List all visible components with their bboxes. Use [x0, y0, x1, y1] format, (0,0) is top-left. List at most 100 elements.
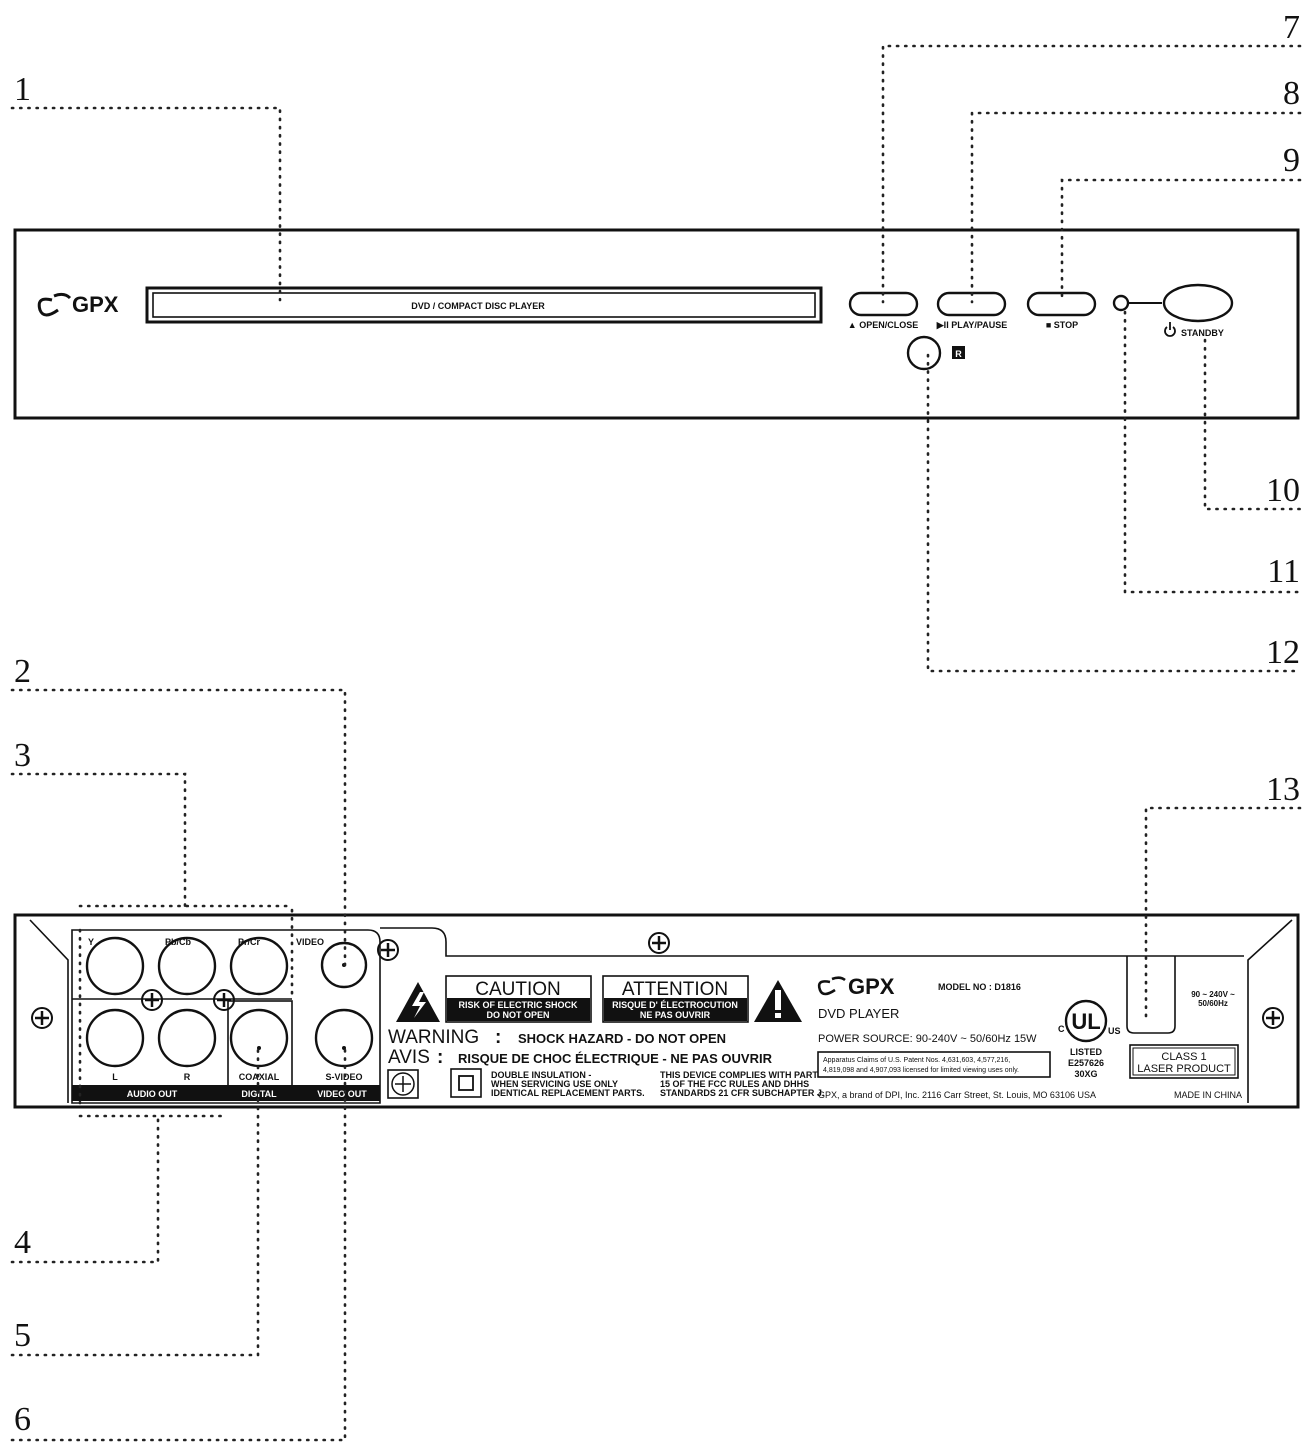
- callout-7: 7: [1283, 9, 1300, 46]
- gpx-swoosh-icon: [37, 292, 72, 317]
- jack-pb-label: Pb/Cb: [165, 937, 192, 947]
- section-audio-out: AUDIO OUT: [127, 1089, 178, 1099]
- power-cord-slot: [1126, 956, 1176, 1034]
- rear-inner-contour: [29, 919, 69, 1103]
- laser-box-inner: [1132, 1047, 1236, 1076]
- power-icon: [1164, 322, 1176, 337]
- leader-4: [10, 1114, 160, 1264]
- leader-12: [926, 353, 1302, 673]
- attention-sub1: RISQUE D' ÉLECTROCUTION: [612, 1000, 738, 1010]
- section-video-out: VIDEO OUT: [317, 1089, 367, 1099]
- front-leader-lines: [10, 44, 1302, 673]
- play-pause-button[interactable]: [936, 291, 1007, 317]
- rear-callouts: 2 3 4 5 6 13: [14, 653, 1300, 1438]
- disc-tray: [145, 286, 823, 324]
- callout-12: 12: [1266, 634, 1300, 671]
- ul-us: US: [1108, 1026, 1121, 1036]
- laser-1: CLASS 1: [1161, 1051, 1206, 1063]
- front-brand-text: GPX: [72, 292, 119, 317]
- rear-top-recess: [380, 927, 1244, 957]
- jack-svideo-label: S-VIDEO: [325, 1072, 362, 1082]
- standby-led: [1112, 294, 1130, 312]
- fcc-1: THIS DEVICE COMPLIES WITH PART: [660, 1070, 818, 1080]
- patent-2: 4,819,098 and 4,907,093 licensed for lim…: [823, 1067, 1019, 1074]
- jack-pb[interactable]: [157, 936, 217, 996]
- model-number: MODEL NO : D1816: [938, 982, 1021, 992]
- front-panel-outline: [13, 228, 1300, 420]
- laser-box: [1129, 1044, 1239, 1079]
- leader-9: [1060, 178, 1302, 304]
- rear-screw-audio-2: [212, 988, 236, 1012]
- standby-label: STANDBY: [1181, 328, 1224, 338]
- rear-panel: Y Pb/Cb Pr/Cr VIDEO L R COAXIAL S-VIDEO …: [13, 913, 1300, 1109]
- rear-leader-lines: [10, 688, 1302, 1442]
- jack-pr-label: Pr/Cr: [238, 937, 261, 947]
- attention-title: ATTENTION: [622, 979, 728, 1000]
- open-close-label: ▲ OPEN/CLOSE: [848, 320, 918, 330]
- callout-2: 2: [14, 653, 31, 690]
- ul-listed: LISTED: [1070, 1047, 1103, 1057]
- jack-coaxial[interactable]: [229, 1008, 289, 1068]
- callout-13: 13: [1266, 771, 1300, 808]
- callout-3: 3: [14, 737, 31, 774]
- rear-brand-text: GPX: [848, 974, 895, 999]
- caution-sub-bar: [447, 998, 590, 1021]
- fcc-2: 15 OF THE FCC RULES AND DHHS: [660, 1079, 809, 1089]
- double-insulation-3: IDENTICAL REPLACEMENT PARTS.: [491, 1088, 645, 1098]
- certification-seal-icon: [387, 1069, 419, 1099]
- front-panel: GPX DVD / COMPACT DISC PLAYER ▲ OPEN/CLO…: [13, 228, 1300, 420]
- laser-2: LASER PRODUCT: [1137, 1063, 1231, 1075]
- jack-l-label: L: [112, 1072, 118, 1082]
- disc-tray-inner: [152, 292, 816, 318]
- rear-screw-top: [647, 931, 671, 955]
- play-pause-label: ▶II PLAY/PAUSE: [936, 320, 1007, 330]
- ul-c: C: [1058, 1024, 1065, 1034]
- patent-box: [817, 1051, 1051, 1078]
- front-gpx-logo: GPX: [37, 292, 119, 317]
- jack-y[interactable]: [85, 936, 145, 996]
- callout-9: 9: [1283, 142, 1300, 179]
- ul-mark-icon: UL: [1064, 999, 1108, 1043]
- leader-1: [10, 106, 282, 302]
- stop-button[interactable]: [1026, 291, 1097, 317]
- jack-audio-r[interactable]: [157, 1008, 217, 1068]
- front-callouts: 1 7 8 9 10 11 12: [14, 9, 1300, 671]
- callout-1: 1: [14, 71, 31, 108]
- leader-2: [10, 688, 347, 967]
- double-insulation-icon: [450, 1068, 482, 1098]
- jack-panel-outline: [71, 929, 381, 1104]
- leader-5: [10, 1046, 260, 1357]
- leader-7: [881, 44, 1302, 304]
- caution-title: CAUTION: [475, 979, 561, 1000]
- exclamation-hazard-icon: [754, 980, 802, 1022]
- callout-8: 8: [1283, 75, 1300, 112]
- callout-4: 4: [14, 1224, 31, 1261]
- disc-tray-label: DVD / COMPACT DISC PLAYER: [411, 301, 545, 311]
- product-name: DVD PLAYER: [818, 1006, 899, 1021]
- caution-sub1: RISK OF ELECTRIC SHOCK: [458, 1000, 578, 1010]
- double-insulation-2: WHEN SERVICING USE ONLY: [491, 1079, 618, 1089]
- power-source: POWER SOURCE: 90-240V ~ 50/60Hz 15W: [818, 1033, 1037, 1045]
- leader-13: [1144, 806, 1302, 1022]
- address: GPX, a brand of DPI, Inc. 2116 Carr Stre…: [818, 1090, 1096, 1100]
- rear-screw-audio-1: [140, 988, 164, 1012]
- attention-box: [602, 975, 749, 1023]
- jack-audio-l[interactable]: [85, 1008, 145, 1068]
- rear-gpx-swoosh-icon: [817, 976, 846, 996]
- jack-r-label: R: [184, 1072, 191, 1082]
- open-close-button[interactable]: [848, 291, 919, 317]
- warning-colon: :: [495, 1027, 501, 1048]
- avis-colon: :: [437, 1047, 443, 1068]
- attention-sub2: NE PAS OUVRIR: [640, 1010, 711, 1020]
- stop-label: ■ STOP: [1046, 320, 1078, 330]
- standby-button[interactable]: [1162, 283, 1234, 323]
- rear-screw-jacks: [376, 938, 400, 962]
- leader-10: [1203, 338, 1302, 511]
- voltage-2: 50/60Hz: [1198, 999, 1228, 1008]
- voltage-1: 90 ~ 240V ~: [1191, 990, 1235, 999]
- jack-pr[interactable]: [229, 936, 289, 996]
- avis-label: AVIS: [388, 1047, 430, 1068]
- svg-text:UL: UL: [1071, 1009, 1100, 1034]
- rear-gpx-logo: GPX: [817, 974, 895, 999]
